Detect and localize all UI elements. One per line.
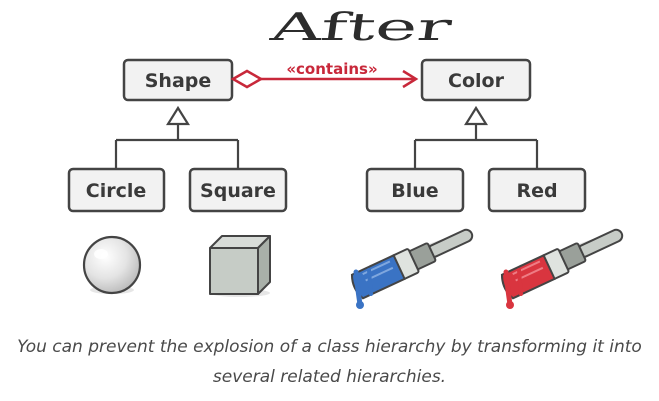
handwritten-title: After	[266, 6, 455, 50]
circle-class-box: Circle	[67, 167, 166, 213]
shape-inheritance	[114, 105, 240, 168]
contains-relation: «contains»	[230, 60, 419, 89]
caption-line-1: You can prevent the explosion of a class…	[17, 337, 642, 357]
figure-caption: You can prevent the explosion of a class…	[0, 332, 659, 392]
circle-class-label: Circle	[86, 180, 147, 202]
color-class-label: Color	[448, 70, 505, 92]
class-diagram: After Shape Color «contains» Circle	[67, 6, 624, 309]
arrow-head-icon	[402, 69, 419, 89]
cube-icon	[209, 235, 271, 297]
red-class-box: Red	[487, 167, 587, 213]
red-paintbrush-icon	[500, 228, 624, 309]
red-class-label: Red	[516, 180, 557, 202]
shape-class-label: Shape	[145, 70, 212, 92]
color-inheritance	[413, 105, 539, 168]
square-class-label: Square	[200, 180, 276, 202]
shape-class-box: Shape	[122, 58, 234, 102]
inheritance-triangle-icon	[166, 105, 190, 126]
inheritance-triangle-icon	[464, 105, 488, 126]
blue-class-box: Blue	[365, 167, 465, 213]
square-class-box: Square	[188, 167, 288, 213]
contains-label: «contains»	[286, 60, 377, 78]
blue-paintbrush-icon	[350, 228, 474, 309]
blue-class-label: Blue	[391, 180, 438, 202]
color-class-box: Color	[420, 58, 532, 102]
sphere-icon	[82, 235, 142, 295]
composition-diamond-icon	[230, 69, 264, 89]
caption-line-2: several related hierarchies.	[212, 367, 447, 387]
